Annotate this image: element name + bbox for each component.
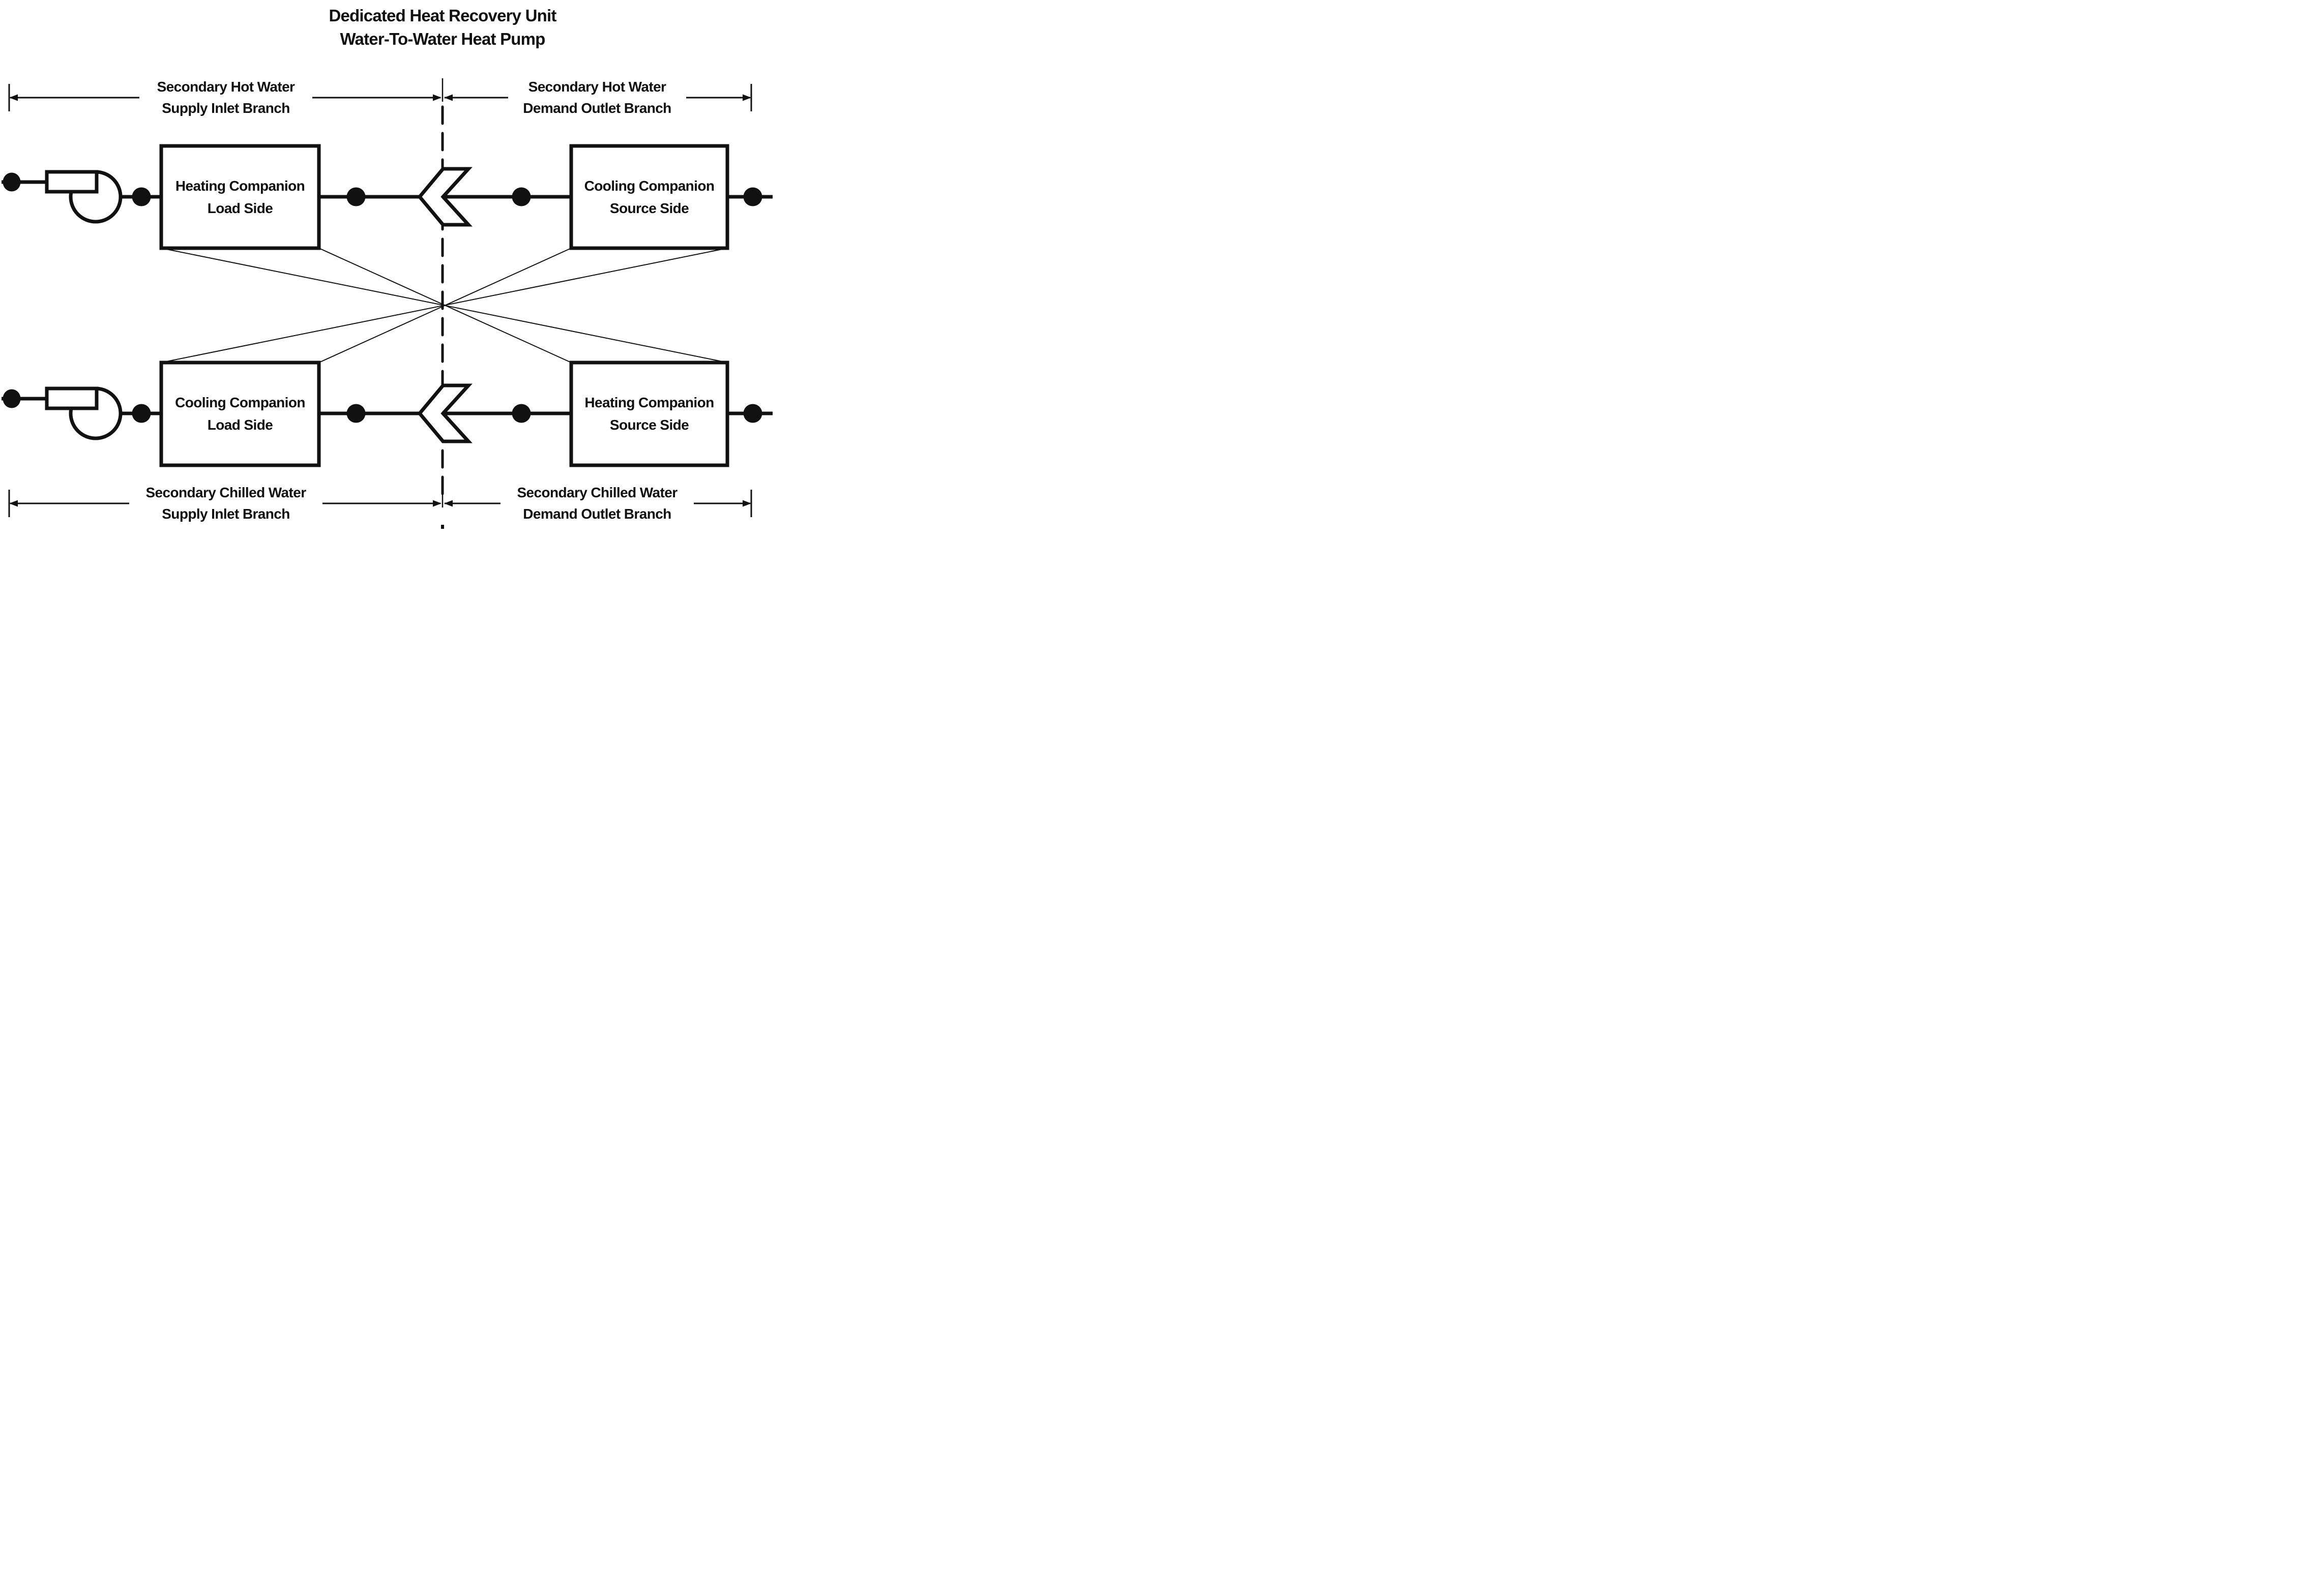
junction-dot-icon: [346, 187, 366, 206]
branch-label-line1: Secondary Hot Water: [157, 79, 295, 95]
dimension-arrow-icon: [433, 94, 442, 101]
junction-dot-icon: [743, 187, 762, 206]
branch-label-line2: Supply Inlet Branch: [162, 506, 290, 522]
pump-icon: [2, 386, 151, 440]
box-label-cooling-companion-source-side: Cooling Companion Source Side: [571, 146, 727, 248]
heat-recovery-schematic: Dedicated Heat Recovery Unit Water-To-Wa…: [0, 0, 775, 529]
branch-label-line1: Secondary Hot Water: [528, 79, 666, 95]
diagram-title-line1: Dedicated Heat Recovery Unit: [329, 6, 556, 25]
branch-label-secondary-hot-water-supply: Secondary Hot Water Supply Inlet Branch: [139, 73, 312, 122]
box-heating-companion-load-side: [159, 144, 321, 250]
dimension-arrow-icon: [743, 94, 751, 101]
branch-label-secondary-hot-water-demand: Secondary Hot Water Demand Outlet Branch: [508, 73, 686, 122]
pipe-junction-dots: [346, 187, 762, 423]
box-label-line2: Source Side: [609, 200, 689, 216]
box-label-line1: Cooling Companion: [584, 177, 715, 194]
junction-dot-icon: [3, 389, 21, 408]
dimension-arrow-icon: [9, 500, 18, 507]
branch-label-line2: Demand Outlet Branch: [523, 100, 671, 116]
box-label-line2: Load Side: [207, 417, 273, 433]
dimension-arrow-icon: [444, 500, 453, 507]
box-label-heating-companion-source-side: Heating Companion Source Side: [571, 363, 727, 465]
branch-label-line1: Secondary Chilled Water: [145, 485, 306, 500]
dimension-arrow-icon: [444, 94, 453, 101]
box-label-line1: Heating Companion: [175, 177, 305, 194]
flow-direction-chevron-icon: [417, 167, 473, 227]
box-label-line2: Load Side: [207, 200, 273, 216]
branch-label-line2: Supply Inlet Branch: [162, 100, 290, 116]
dimension-arrow-icon: [743, 500, 751, 507]
junction-dot-icon: [132, 187, 151, 206]
box-cooling-companion-load-side: [159, 361, 321, 467]
junction-dot-icon: [346, 404, 366, 423]
flow-direction-chevron-icon: [417, 383, 473, 443]
junction-dot-icon: [512, 404, 531, 423]
crossover-line: [161, 248, 728, 363]
pump-body: [45, 170, 99, 194]
crossover-lines: [161, 248, 728, 363]
junction-dot-icon: [743, 404, 762, 423]
branch-label-line1: Secondary Chilled Water: [517, 485, 678, 500]
branch-label-secondary-chilled-water-supply: Secondary Chilled Water Supply Inlet Bra…: [129, 479, 322, 528]
box-heating-companion-source-side: [569, 361, 729, 467]
branch-label-secondary-chilled-water-demand: Secondary Chilled Water Demand Outlet Br…: [501, 479, 694, 528]
junction-dot-icon: [3, 172, 21, 192]
dimension-arrow-icon: [9, 94, 18, 101]
box-label-line2: Source Side: [609, 417, 689, 433]
box-label-cooling-companion-load-side: Cooling Companion Load Side: [161, 363, 319, 465]
box-label-line1: Heating Companion: [584, 395, 714, 410]
pump-icon: [2, 170, 151, 224]
box-label-heating-companion-load-side: Heating Companion Load Side: [161, 146, 319, 248]
pump-body: [45, 386, 99, 410]
junction-dot-icon: [132, 404, 151, 423]
diagram-title-line2: Water-To-Water Heat Pump: [340, 29, 545, 48]
dimension-arrow-icon: [433, 500, 442, 507]
diagram-title: Dedicated Heat Recovery Unit Water-To-Wa…: [214, 4, 671, 51]
box-label-line1: Cooling Companion: [175, 395, 305, 410]
junction-dot-icon: [512, 187, 531, 206]
branch-label-line2: Demand Outlet Branch: [523, 506, 671, 522]
box-cooling-companion-source-side: [569, 144, 729, 250]
